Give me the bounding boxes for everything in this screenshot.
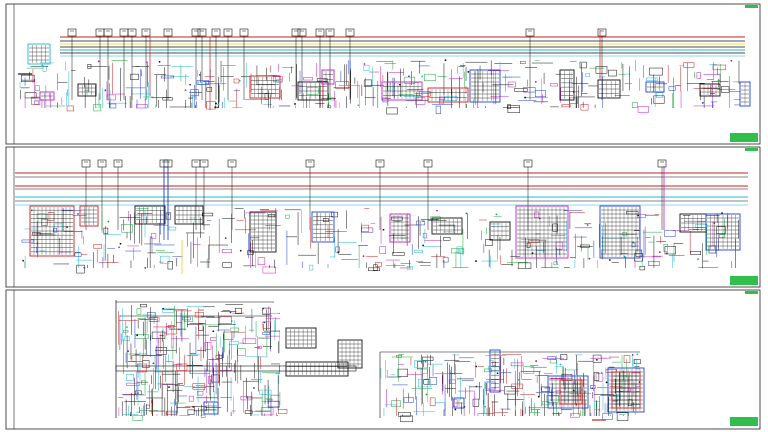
sheet-1-bus-lines (60, 36, 745, 57)
sheet-3-title-block (730, 417, 758, 426)
sheet-1-title-block (730, 133, 758, 142)
sheet-3[interactable] (5, 289, 761, 430)
sheet-1[interactable] (5, 3, 761, 145)
sheet-2-bus-lines (15, 172, 748, 206)
sheet-2[interactable] (5, 146, 761, 288)
sheet-2-corner-mark (745, 148, 758, 151)
sheet-3-corner-mark (745, 291, 758, 294)
sheet-2-components (21, 159, 741, 274)
sheet-2-title-block (730, 276, 758, 285)
sheet-1-corner-mark (745, 5, 758, 8)
sheet-1-components (18, 28, 751, 115)
sheet-3-components (115, 300, 645, 422)
